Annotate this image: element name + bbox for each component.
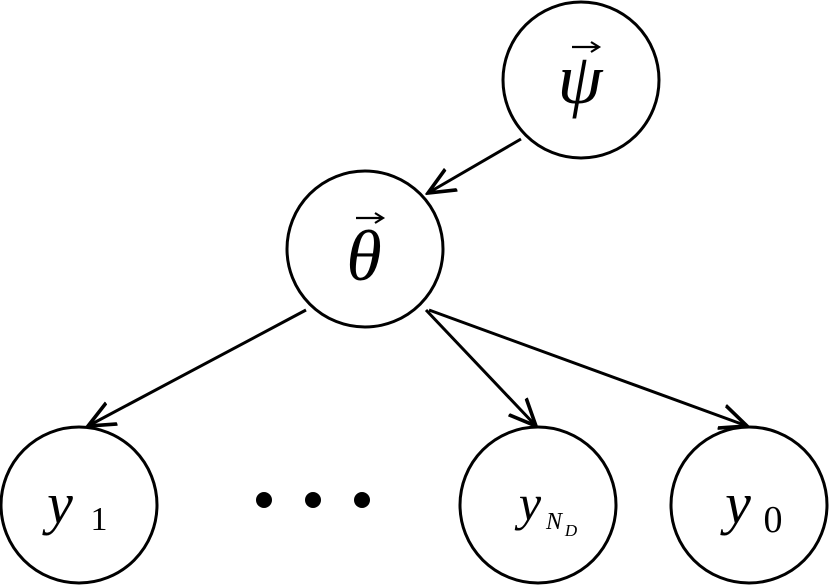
edge-theta-to-y0 xyxy=(428,308,747,426)
node-y1-label: y xyxy=(42,471,73,536)
node-theta-circle xyxy=(285,169,445,329)
node-ynd: y N D xyxy=(458,425,618,585)
node-psi: ψ xyxy=(501,0,661,160)
ellipsis xyxy=(256,492,370,508)
node-y1-subscript: 1 xyxy=(91,501,108,538)
edge-theta-to-ynd xyxy=(424,308,536,426)
edges xyxy=(88,137,747,426)
node-theta-label: θ xyxy=(346,216,381,296)
node-y0-subscript: 0 xyxy=(764,499,783,541)
node-ynd-subscript: N xyxy=(545,509,564,535)
node-y1: y 1 xyxy=(0,425,159,585)
ellipsis-dot xyxy=(354,492,370,508)
node-ynd-circle xyxy=(458,425,618,585)
edge-theta-to-y1 xyxy=(88,308,307,426)
node-ynd-subsubscript: D xyxy=(564,521,578,540)
node-psi-circle xyxy=(501,0,661,160)
node-y0-circle xyxy=(669,425,829,585)
node-psi-vector-arrow xyxy=(572,41,602,53)
node-psi-label: ψ xyxy=(558,39,604,119)
node-theta-vector-arrow xyxy=(356,212,386,224)
ellipsis-dot xyxy=(256,492,272,508)
ellipsis-dot xyxy=(305,492,321,508)
node-y0: y 0 xyxy=(669,425,829,585)
edge-psi-to-theta xyxy=(428,137,522,193)
node-y1-circle xyxy=(0,425,159,585)
node-y0-label: y xyxy=(720,471,751,536)
node-ynd-label: y xyxy=(514,475,542,531)
node-theta: θ xyxy=(285,169,445,329)
